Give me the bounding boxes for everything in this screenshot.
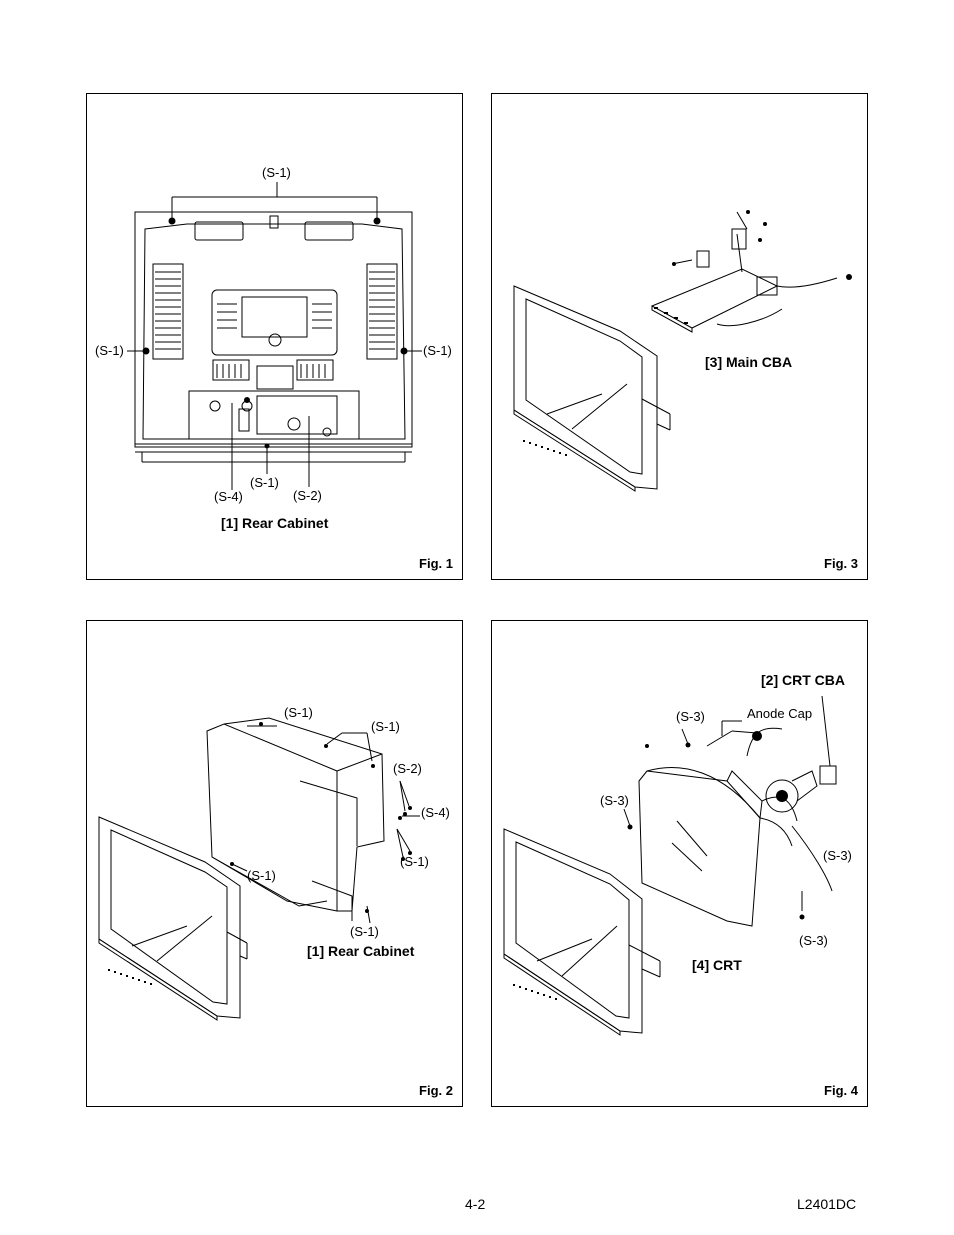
fig4-anode-cap-label: Anode Cap <box>747 706 813 721</box>
figure-4-panel: [2] CRT CBA (S-3) Anode Cap (S-3) (S-3) … <box>491 620 868 1107</box>
figure-3-panel: [3] Main CBA Fig. 3 <box>491 93 868 580</box>
fig1-part-label: [1] Rear Cabinet <box>221 515 329 531</box>
fig4-caption: Fig. 4 <box>824 1083 858 1098</box>
model-number: L2401DC <box>797 1196 857 1212</box>
fig2-screw-s4-label: (S-4) <box>421 805 450 820</box>
page-number: 4-2 <box>465 1196 486 1212</box>
fig1-screw-s2-label: (S-2) <box>293 488 322 503</box>
fig2-screw-s1-a-label: (S-1) <box>284 705 313 720</box>
fig3-caption: Fig. 3 <box>824 556 858 571</box>
fig4-screw-s3-b-label: (S-3) <box>600 793 629 808</box>
rear-cabinet-rear-view-drawing <box>127 182 422 490</box>
fig2-screw-s1-c-label: (S-1) <box>400 854 429 869</box>
fig4-crt-label: [4] CRT <box>692 957 742 973</box>
fig1-caption: Fig. 1 <box>419 556 453 571</box>
fig4-crt-cba-label: [2] CRT CBA <box>761 672 845 688</box>
fig1-screw-s4-label: (S-4) <box>214 489 243 504</box>
fig1-screw-top-label: (S-1) <box>262 165 291 180</box>
fig2-screw-s2-label: (S-2) <box>393 761 422 776</box>
fig1-screw-right-label: (S-1) <box>423 343 452 358</box>
rear-cabinet-exploded-drawing <box>98 717 420 1021</box>
figure-1-panel: (S-1) (S-1) (S-1) (S-4) (S-1) (S-2) [1] … <box>86 93 463 580</box>
fig4-screw-s3-a-label: (S-3) <box>676 709 705 724</box>
fig2-caption: Fig. 2 <box>419 1083 453 1098</box>
fig4-screw-s3-d-label: (S-3) <box>799 933 828 948</box>
figure-2-panel: (S-1) (S-1) (S-2) (S-4) (S-1) (S-1) (S-1… <box>86 620 463 1107</box>
fig2-screw-s1-e-label: (S-1) <box>350 924 379 939</box>
fig1-screw-bottom-label: (S-1) <box>250 475 279 490</box>
fig1-screw-left-label: (S-1) <box>95 343 124 358</box>
main-cba-exploded-drawing <box>513 210 852 492</box>
fig2-screw-s1-d-label: (S-1) <box>247 868 276 883</box>
crt-removal-exploded-drawing <box>503 695 837 1036</box>
fig4-screw-s3-c-label: (S-3) <box>823 848 852 863</box>
fig3-part-label: [3] Main CBA <box>705 354 793 370</box>
fig2-screw-s1-b-label: (S-1) <box>371 719 400 734</box>
fig2-part-label: [1] Rear Cabinet <box>307 943 415 959</box>
